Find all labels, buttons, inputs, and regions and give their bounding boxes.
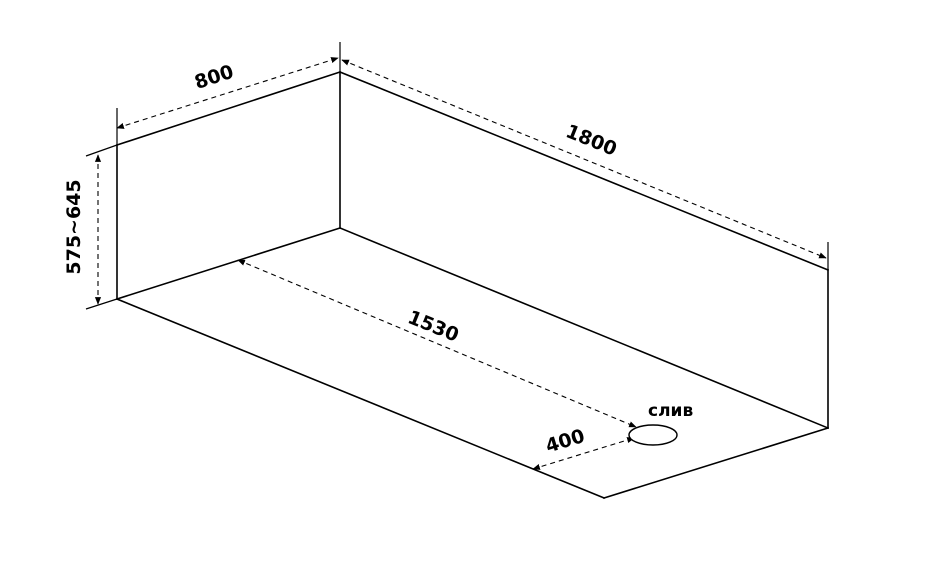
dim-line-width (116, 57, 339, 129)
bottom-front-edge (115, 297, 606, 500)
drain-label: слив (648, 401, 693, 421)
bottom-right-edge (602, 426, 830, 500)
inner-length-label: 1530 (405, 306, 462, 346)
length-label: 1800 (563, 120, 620, 160)
height-label: 575~645 (63, 179, 85, 274)
ext-height-bottom (85, 298, 118, 310)
bottom-left-edge (115, 226, 342, 301)
dim-line-inner-length (237, 259, 637, 428)
bathtub-outline (115, 70, 830, 500)
drain-offset-label: 400 (543, 425, 587, 458)
extension-lines (85, 42, 829, 310)
dim-line-length (341, 59, 827, 259)
top-back-edge (338, 70, 830, 272)
drain-hole (628, 424, 678, 446)
ext-height-top (85, 144, 118, 157)
dimension-lines (94, 57, 827, 470)
width-label: 800 (192, 61, 237, 94)
